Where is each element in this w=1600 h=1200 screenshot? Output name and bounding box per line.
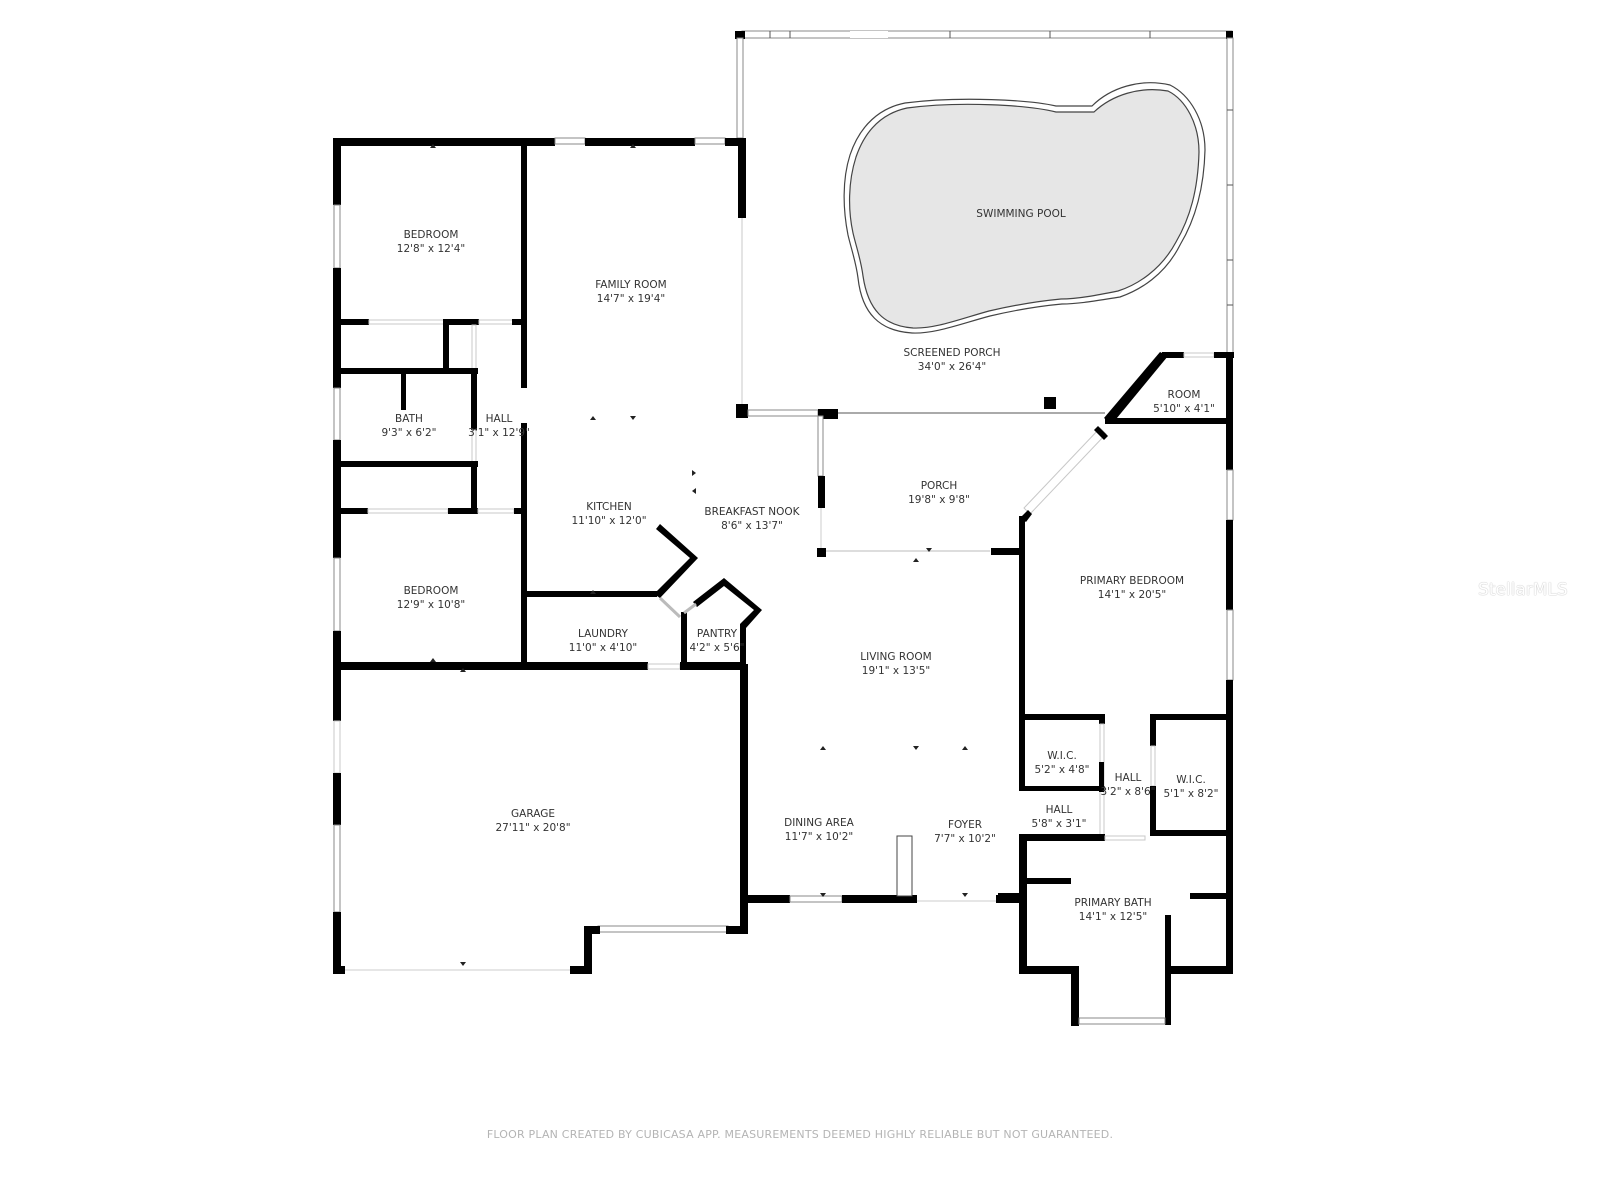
svg-text:FAMILY ROOM: FAMILY ROOM (595, 279, 667, 291)
room-laundry: LAUNDRY 11'0" x 4'10" (569, 628, 637, 654)
svg-text:5'2" x 4'8": 5'2" x 4'8" (1034, 764, 1089, 776)
svg-text:3'1" x 12'9": 3'1" x 12'9" (468, 427, 530, 439)
room-primary-bedroom: PRIMARY BEDROOM 14'1" x 20'5" (1080, 575, 1184, 601)
svg-text:HALL: HALL (1115, 772, 1142, 784)
room-porch: PORCH 19'8" x 9'8" (908, 480, 970, 506)
walls (333, 137, 1234, 1026)
room-primary-bath: PRIMARY BATH 14'1" x 12'5" (1074, 897, 1151, 923)
svg-text:7'7" x 10'2": 7'7" x 10'2" (934, 833, 996, 845)
svg-text:19'8" x 9'8": 19'8" x 9'8" (908, 494, 970, 506)
room-pantry: PANTRY 4'2" x 5'6" (689, 628, 744, 654)
room-family-room: FAMILY ROOM 14'7" x 19'4" (595, 279, 667, 305)
swimming-pool-shape (843, 82, 1206, 334)
svg-text:19'1" x 13'5": 19'1" x 13'5" (862, 665, 930, 677)
svg-text:BEDROOM: BEDROOM (404, 585, 459, 597)
svg-text:HALL: HALL (1046, 804, 1073, 816)
room-labels: BEDROOM 12'8" x 12'4" FAMILY ROOM 14'7" … (381, 208, 1218, 923)
room-hall-3: HALL 5'8" x 3'1" (1031, 804, 1086, 830)
svg-text:LAUNDRY: LAUNDRY (578, 628, 629, 640)
room-hall-1: HALL 3'1" x 12'9" (468, 413, 530, 439)
svg-text:FOYER: FOYER (948, 819, 982, 831)
room-breakfast-nook: BREAKFAST NOOK 8'6" x 13'7" (704, 506, 800, 532)
room-foyer: FOYER 7'7" x 10'2" (934, 819, 996, 845)
svg-text:11'7" x 10'2": 11'7" x 10'2" (785, 831, 853, 843)
svg-text:SCREENED PORCH: SCREENED PORCH (903, 347, 1000, 359)
svg-text:KITCHEN: KITCHEN (586, 501, 632, 513)
svg-text:PANTRY: PANTRY (697, 628, 738, 640)
svg-text:8'6" x 13'7": 8'6" x 13'7" (721, 520, 783, 532)
svg-text:9'3" x 6'2": 9'3" x 6'2" (381, 427, 436, 439)
room-wic-2: W.I.C. 5'1" x 8'2" (1163, 774, 1218, 800)
room-swimming-pool: SWIMMING POOL (976, 208, 1066, 220)
svg-text:PORCH: PORCH (921, 480, 958, 492)
room-kitchen: KITCHEN 11'10" x 12'0" (571, 501, 646, 527)
svg-text:BATH: BATH (395, 413, 423, 425)
svg-text:W.I.C.: W.I.C. (1047, 750, 1077, 762)
svg-text:PRIMARY BATH: PRIMARY BATH (1074, 897, 1151, 909)
svg-text:HALL: HALL (486, 413, 513, 425)
svg-text:11'0" x 4'10": 11'0" x 4'10" (569, 642, 637, 654)
room-garage: GARAGE 27'11" x 20'8" (495, 808, 570, 834)
room-bedroom-1: BEDROOM 12'8" x 12'4" (397, 229, 465, 255)
svg-text:12'9" x 10'8": 12'9" x 10'8" (397, 599, 465, 611)
svg-text:BEDROOM: BEDROOM (404, 229, 459, 241)
svg-text:3'2" x 8'6": 3'2" x 8'6" (1100, 786, 1155, 798)
svg-text:LIVING ROOM: LIVING ROOM (860, 651, 931, 663)
measurement-ticks (430, 144, 968, 966)
svg-text:27'11" x 20'8": 27'11" x 20'8" (495, 822, 570, 834)
room-dining-area: DINING AREA 11'7" x 10'2" (784, 817, 855, 843)
room-living-room: LIVING ROOM 19'1" x 13'5" (860, 651, 931, 677)
room-screened-porch: SCREENED PORCH 34'0" x 26'4" (903, 347, 1000, 373)
svg-text:5'8" x 3'1": 5'8" x 3'1" (1031, 818, 1086, 830)
svg-text:W.I.C.: W.I.C. (1176, 774, 1206, 786)
room-hall-2: HALL 3'2" x 8'6" (1100, 772, 1155, 798)
room-wic-1: W.I.C. 5'2" x 4'8" (1034, 750, 1089, 776)
svg-text:34'0" x 26'4": 34'0" x 26'4" (918, 361, 986, 373)
svg-text:14'1" x 12'5": 14'1" x 12'5" (1079, 911, 1147, 923)
room-bath: BATH 9'3" x 6'2" (381, 413, 436, 439)
svg-text:GARAGE: GARAGE (511, 808, 555, 820)
room-small-room: ROOM 5'10" x 4'1" (1153, 389, 1215, 415)
svg-text:5'1" x 8'2": 5'1" x 8'2" (1163, 788, 1218, 800)
floor-plan-disclaimer: FLOOR PLAN CREATED BY CUBICASA APP. MEAS… (486, 1128, 1114, 1141)
svg-text:14'7" x 19'4": 14'7" x 19'4" (597, 293, 665, 305)
svg-text:DINING AREA: DINING AREA (784, 817, 855, 829)
screened-porch-enclosure (735, 30, 1234, 419)
svg-text:5'10" x 4'1": 5'10" x 4'1" (1153, 403, 1215, 415)
svg-text:PRIMARY BEDROOM: PRIMARY BEDROOM (1080, 575, 1184, 587)
room-bedroom-2: BEDROOM 12'9" x 10'8" (397, 585, 465, 611)
svg-text:11'10" x 12'0": 11'10" x 12'0" (571, 515, 646, 527)
svg-text:12'8" x 12'4": 12'8" x 12'4" (397, 243, 465, 255)
svg-text:14'1" x 20'5": 14'1" x 20'5" (1098, 589, 1166, 601)
stellarmls-watermark: StellarMLS (1478, 580, 1568, 600)
svg-text:SWIMMING POOL: SWIMMING POOL (976, 208, 1066, 220)
svg-text:BREAKFAST NOOK: BREAKFAST NOOK (704, 506, 800, 518)
svg-text:ROOM: ROOM (1168, 389, 1201, 401)
svg-text:4'2" x 5'6": 4'2" x 5'6" (689, 642, 744, 654)
